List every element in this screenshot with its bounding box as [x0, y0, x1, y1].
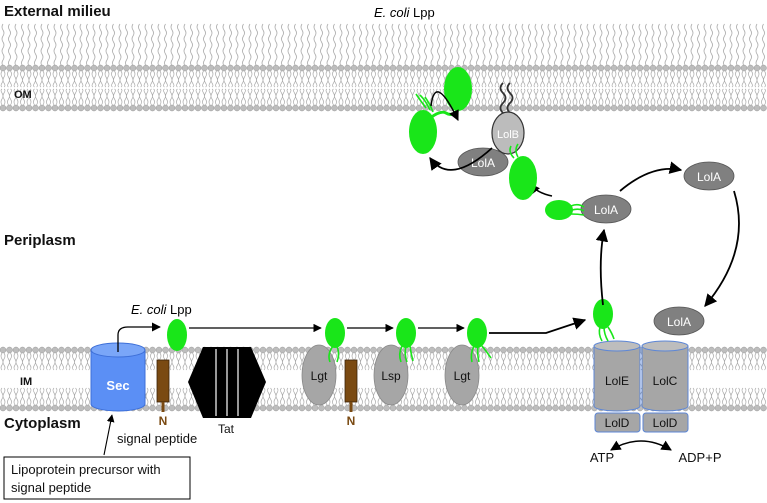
sec-export-arrow	[117, 322, 161, 352]
lgt-enzyme-2: Lgt	[444, 344, 480, 406]
lipoprotein-at-lolb	[509, 143, 537, 200]
lola-free: LolA	[683, 161, 735, 191]
om-insertion-arrow	[429, 147, 493, 171]
signal-peptide-helix-2: N	[344, 359, 358, 428]
lipoprotein-at-lsp	[396, 318, 416, 363]
lola-label-om: LolA	[471, 156, 495, 170]
lipoprotein-at-lgt-2	[467, 318, 492, 363]
lolb-label: LolB	[497, 129, 519, 141]
lola-recycle-arrow	[704, 190, 740, 307]
external-milieu-label: External milieu	[4, 3, 111, 20]
lipoprotein-inserted-1	[409, 93, 437, 154]
lipoprotein-sec-exit	[167, 319, 187, 351]
transfer-arrow-to-lolcde	[489, 317, 587, 334]
lgt-label-2: Lgt	[454, 369, 471, 383]
n-terminus-label-1: N	[159, 414, 168, 428]
lgt-label-1: Lgt	[311, 369, 328, 383]
precursor-callout: Lipoprotein precursor with signal peptid…	[3, 456, 191, 500]
im-label: IM	[20, 376, 32, 388]
precursor-line-2: signal peptide	[11, 480, 91, 495]
om-label: OM	[14, 89, 32, 101]
lsp-label: Lsp	[381, 369, 401, 383]
lola-at-om: LolA	[457, 147, 509, 177]
lipoprotein-at-lolcde	[593, 299, 615, 342]
lgt-enzyme-1: Lgt	[301, 344, 337, 406]
atp-label: ATP	[590, 450, 614, 465]
lola-label-complex: LolA	[594, 203, 618, 217]
sec-label: Sec	[106, 378, 129, 393]
lola-label-free: LolA	[697, 170, 721, 184]
signal-peptide-label: signal peptide	[117, 431, 197, 446]
lola-label-im: LolA	[667, 315, 691, 329]
lold-label-1: LolD	[605, 416, 630, 430]
lolb-receptor: LolB	[491, 82, 525, 155]
n-terminus-label-2: N	[347, 414, 356, 428]
cytoplasm-label: Cytoplasm	[4, 415, 81, 432]
lole-label: LolE	[605, 374, 629, 388]
tat-translocon: Tat	[188, 347, 266, 436]
lola-shuttle-arrow-up	[595, 228, 609, 306]
precursor-line-1: Lipoprotein precursor with	[11, 462, 161, 477]
atp-hydrolysis-arrow	[610, 440, 672, 451]
lold-label-2: LolD	[653, 416, 678, 430]
adp-label: ADP+P	[679, 450, 722, 465]
lola-return-arrow	[619, 161, 683, 192]
periplasm-label: Periplasm	[4, 232, 76, 249]
lolcde-complex: LolE LolC LolD LolD	[593, 340, 689, 433]
lsp-enzyme: Lsp	[373, 344, 409, 406]
lola-at-im: LolA	[653, 306, 705, 336]
signal-peptide-helix-1: N	[156, 359, 170, 428]
om-flip-arrow	[430, 91, 459, 121]
outer-membrane	[0, 23, 767, 112]
ecoli-lpp-label-im: E. coli Lpp	[131, 302, 192, 317]
sec-translocon: Sec	[90, 342, 146, 412]
lola-lipoprotein-complex: LolA	[545, 194, 632, 224]
ecoli-lpp-label-top: E. coli Lpp	[374, 5, 435, 20]
lolc-label: LolC	[653, 374, 678, 388]
tat-label: Tat	[218, 422, 235, 436]
lipoprotein-at-lgt-1	[325, 318, 345, 363]
precursor-pointer-arrow	[103, 414, 115, 456]
